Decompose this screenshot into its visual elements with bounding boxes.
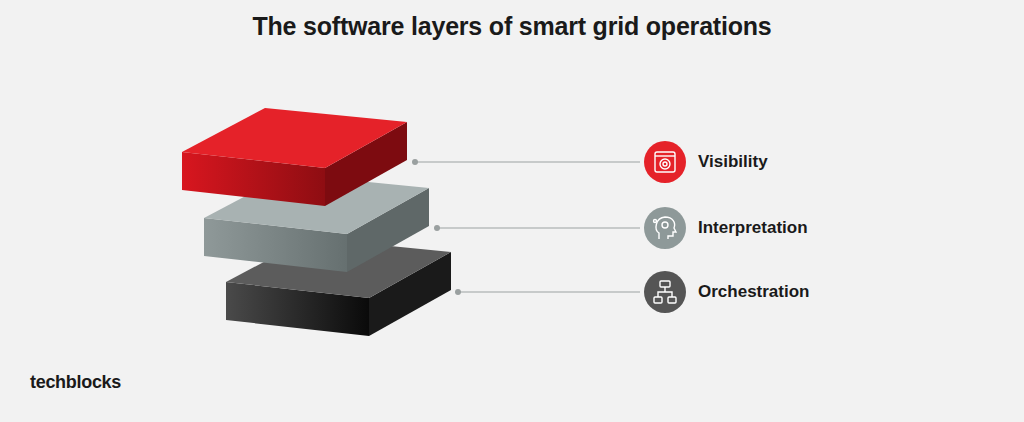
icon xyxy=(655,152,675,172)
diagram-title: The software layers of smart grid operat… xyxy=(0,12,1024,41)
leader-lines xyxy=(415,162,640,292)
icon xyxy=(654,217,677,239)
layer-name: Visibility xyxy=(698,152,768,172)
top-slab xyxy=(182,108,407,206)
icon-circle xyxy=(643,270,687,314)
layer-name: Orchestration xyxy=(698,282,809,302)
layer-label: Visibility xyxy=(643,140,863,184)
icon-circle xyxy=(643,140,687,184)
brand-logo: techblocks xyxy=(30,372,121,393)
icon-circle xyxy=(643,206,687,250)
leader-dots xyxy=(412,159,461,295)
layer-label: Orchestration xyxy=(643,270,863,314)
icon xyxy=(654,281,676,303)
layer-name: Interpretation xyxy=(698,218,808,238)
layer-label: Interpretation xyxy=(643,206,863,250)
